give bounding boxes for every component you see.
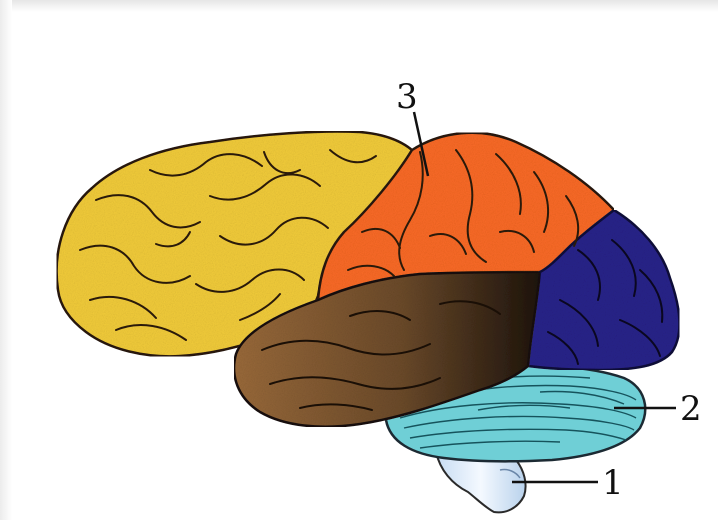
- label-3: 3: [396, 77, 418, 117]
- label-1: 1: [602, 463, 624, 503]
- label-2: 2: [680, 389, 702, 429]
